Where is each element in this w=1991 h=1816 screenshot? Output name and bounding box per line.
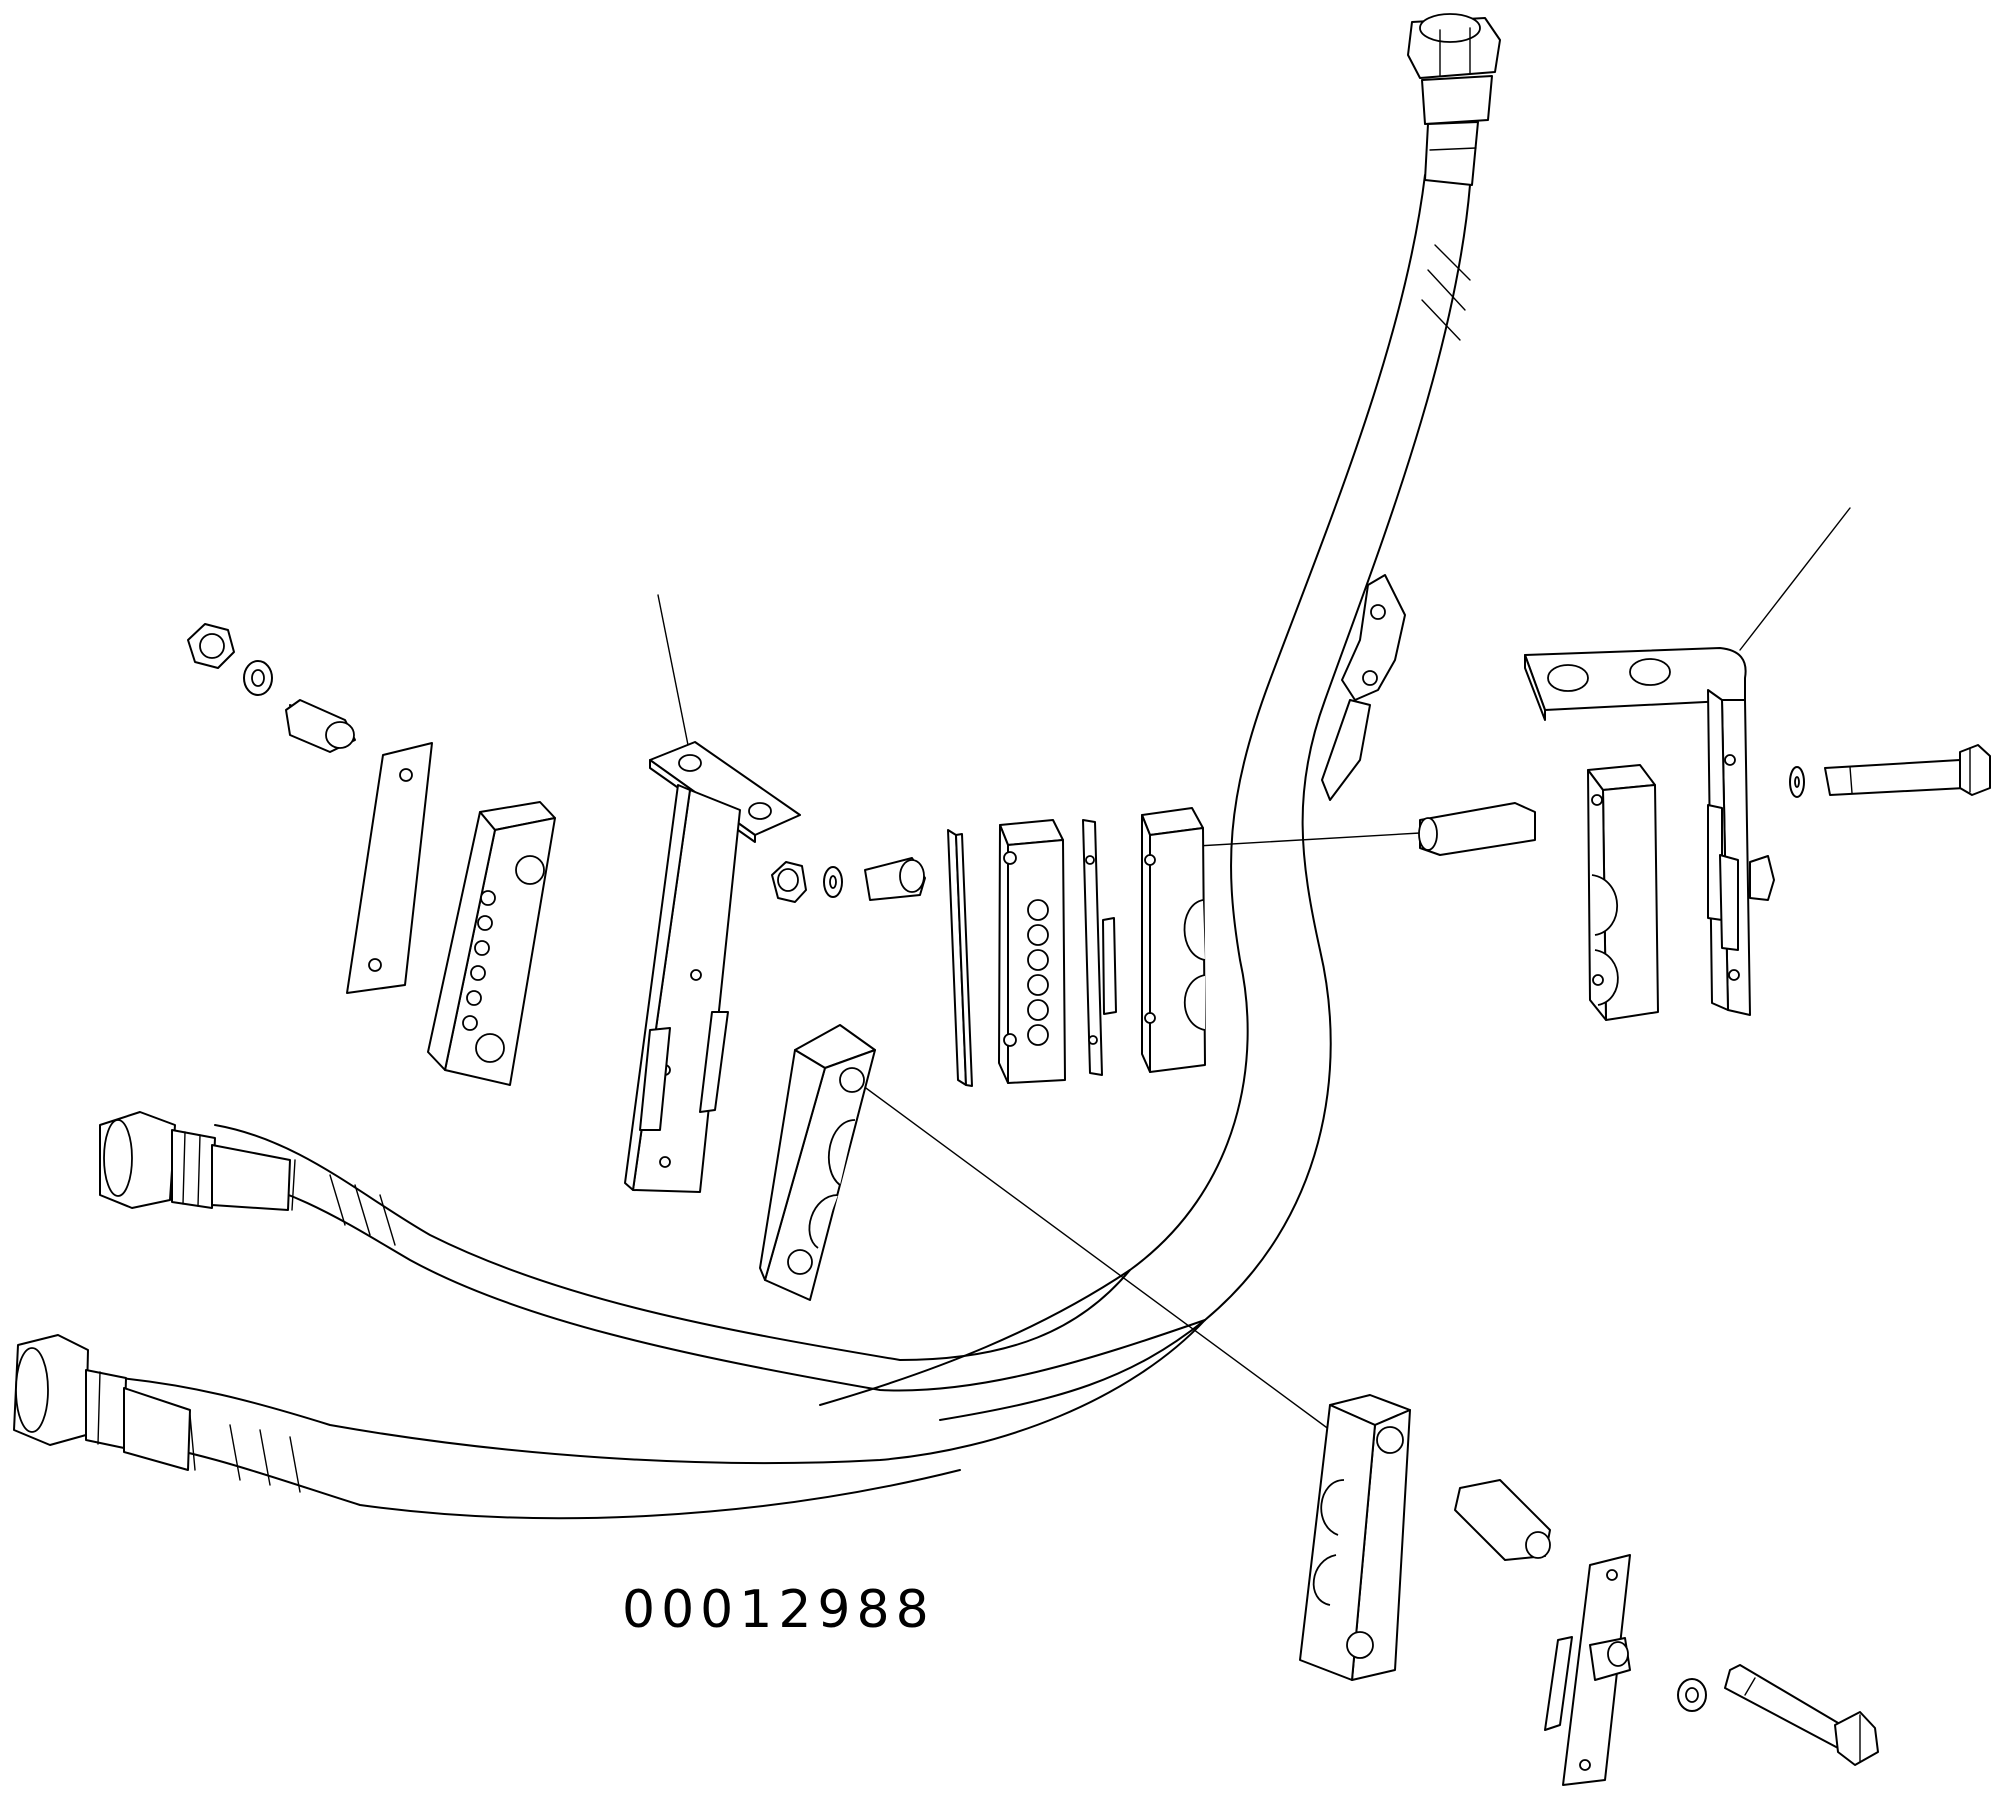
bolt-right xyxy=(1824,744,1991,796)
clamp-half-right xyxy=(1587,764,1659,1021)
bracket-center xyxy=(624,741,801,1193)
spacer-long xyxy=(1418,802,1536,856)
clamp-holes-left xyxy=(462,890,496,1031)
clamp-half-lower-right xyxy=(1299,1394,1411,1681)
leader-lines xyxy=(657,507,1851,1431)
spacer-lower-right xyxy=(1454,1479,1551,1561)
clamp-on-hose xyxy=(1321,574,1406,801)
washer-left xyxy=(243,660,273,696)
plate-thin-center-1 xyxy=(947,829,973,1087)
hose-upper-left xyxy=(214,1124,1206,1392)
plate-lower-right xyxy=(1544,1554,1631,1786)
clamp-holes-center xyxy=(1027,899,1049,1046)
plate-thin-center-2 xyxy=(1082,819,1117,1076)
spacer-center xyxy=(864,857,926,901)
clamp-block-multi-center xyxy=(998,819,1066,1084)
nut-left xyxy=(187,623,235,669)
hose-fitting-top xyxy=(1407,13,1501,186)
hose-fitting-upper-left xyxy=(99,1111,291,1211)
hose-hatch xyxy=(1421,244,1471,341)
nut-center xyxy=(771,861,807,903)
bolt-lower-right xyxy=(1724,1664,1879,1766)
bracket-angle-right xyxy=(1524,647,1775,1016)
clamp-half-lower-center xyxy=(759,1024,876,1301)
clamp-half-center xyxy=(1141,807,1206,1073)
washer-right xyxy=(1789,766,1805,798)
hose-vertical xyxy=(819,174,1471,1421)
hose-lower-left xyxy=(119,1319,1206,1520)
spacer-left xyxy=(285,699,356,753)
washer-lower-right xyxy=(1677,1678,1707,1712)
clamp-block-multi-left xyxy=(427,801,556,1086)
washer-center xyxy=(823,866,843,898)
figure-number: 00012988 xyxy=(622,1580,935,1640)
plate-left xyxy=(346,742,433,994)
hose-fitting-lower-left xyxy=(13,1334,191,1471)
